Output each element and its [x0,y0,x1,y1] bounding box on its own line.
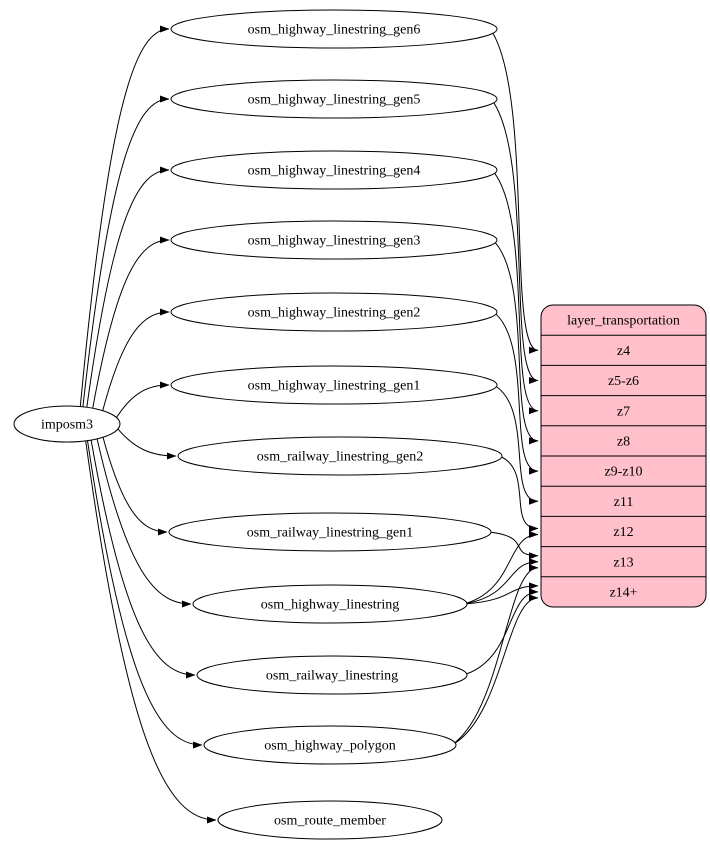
edge-imposm3-to-osm_highway_linestring_gen2 [102,308,170,411]
node-osm_highway_linestring_gen5: osm_highway_linestring_gen5 [170,79,498,119]
layer-row-label-z13: z13 [613,555,633,570]
edges [79,25,539,824]
layer-row-label-z5-z6: z5-z6 [608,374,639,389]
edge-osm_railway_linestring_gen2-to-layer_transportation-z12 [501,456,539,532]
node-ellipse [170,9,498,49]
node-label: osm_highway_linestring [261,598,399,613]
nodes: imposm3 osm_highway_linestring_gen6 osm_hi… [13,9,503,840]
node-label: imposm3 [41,418,93,433]
node-ellipse [196,655,468,695]
edge-imposm3-to-osm_railway_linestring_gen1 [102,437,168,536]
node-label: osm_highway_linestring_gen2 [248,306,421,321]
node-osm_highway_linestring_gen3: osm_highway_linestring_gen3 [170,220,498,260]
node-osm_railway_linestring_gen2: osm_railway_linestring_gen2 [177,436,503,476]
layer-row-label-z11: z11 [614,495,634,510]
edge-osm_railway_linestring-to-layer_transportation-z14+ [466,588,539,675]
node-label: osm_railway_linestring_gen1 [247,526,413,541]
node-layer_transportation: layer_transportation z4 z5-z6 z7 z8 z9-z10 z11… [540,304,707,608]
node-ellipse [203,725,457,765]
edge-osm_highway_polygon-to-layer_transportation-z13 [454,564,539,743]
node-osm_railway_linestring: osm_railway_linestring [196,655,468,695]
edge-imposm3-to-osm_railway_linestring_gen2 [117,428,177,460]
node-label: osm_highway_linestring_gen3 [248,234,421,249]
node-osm_highway_linestring_gen1: osm_highway_linestring_gen1 [170,365,498,405]
layer-row-label-z8: z8 [617,435,630,450]
edge-osm_highway_linestring_gen4-to-layer_transportation-z7 [494,172,539,415]
edge-imposm3-to-osm_highway_linestring_gen1 [116,381,170,418]
edge-osm_highway_linestring-to-layer_transportation-z12 [466,531,539,604]
edge-osm_highway_linestring-to-layer_transportation-z14+ [466,582,539,605]
edge-osm_highway_linestring-to-layer_transportation-z13 [466,558,539,604]
node-ellipse [170,79,498,119]
edge-osm_highway_linestring_gen1-to-layer_transportation-z11 [496,386,539,505]
node-label: osm_highway_polygon [264,739,395,754]
node-label: osm_highway_linestring_gen6 [248,23,421,38]
node-osm_railway_linestring_gen1: osm_railway_linestring_gen1 [168,512,492,552]
edge-imposm3-to-osm_route_member [85,440,217,824]
node-osm_highway_linestring: osm_highway_linestring [192,584,468,624]
node-ellipse [217,800,443,840]
node-ellipse [177,436,503,476]
edge-osm_highway_linestring_gen5-to-layer_transportation-z5-z6 [493,102,539,384]
layer-row-label-z7: z7 [617,404,630,419]
node-ellipse [192,584,468,624]
layer-title: layer_transportation [567,314,680,329]
node-ellipse [170,150,498,190]
edge-imposm3-to-osm_highway_linestring [96,438,192,608]
edge-imposm3-to-osm_highway_linestring_gen4 [86,166,170,408]
node-label: osm_highway_linestring_gen1 [248,379,421,394]
edge-imposm3-to-osm_railway_linestring [90,439,196,679]
edge-osm_highway_linestring_gen2-to-layer_transportation-z9-z10 [495,313,539,475]
edge-imposm3-to-osm_highway_polygon [87,440,203,749]
node-label: osm_highway_linestring_gen5 [248,93,421,108]
node-ellipse [170,220,498,260]
edge-imposm3-to-osm_highway_linestring_gen3 [92,236,170,409]
layer-row-label-z4: z4 [617,344,630,359]
edge-osm_highway_linestring_gen3-to-layer_transportation-z8 [494,242,539,445]
node-ellipse [168,512,492,552]
edge-osm_highway_polygon-to-layer_transportation-z14+ [455,594,539,744]
node-label: osm_railway_linestring [266,669,398,684]
node-osm_highway_linestring_gen2: osm_highway_linestring_gen2 [170,292,498,332]
node-imposm3: imposm3 [13,405,121,443]
node-label: osm_railway_linestring_gen2 [257,450,423,465]
node-label: osm_highway_linestring_gen4 [248,164,421,179]
layer-row-label-z9-z10: z9-z10 [604,465,642,480]
node-ellipse [170,365,498,405]
edge-imposm3-to-osm_highway_linestring_gen6 [79,25,170,407]
edge-imposm3-to-osm_highway_linestring_gen5 [82,95,170,407]
node-osm_route_member: osm_route_member [217,800,443,840]
node-ellipse [13,405,121,443]
node-osm_highway_polygon: osm_highway_polygon [203,725,457,765]
layer-row-label-z14+: z14+ [609,586,637,601]
layer-row-label-z12: z12 [613,525,633,540]
node-osm_highway_linestring_gen4: osm_highway_linestring_gen4 [170,150,498,190]
edge-osm_highway_linestring_gen6-to-layer_transportation-z4 [492,33,539,354]
node-label: osm_route_member [274,814,386,829]
node-osm_highway_linestring_gen6: osm_highway_linestring_gen6 [170,9,498,49]
node-ellipse [170,292,498,332]
